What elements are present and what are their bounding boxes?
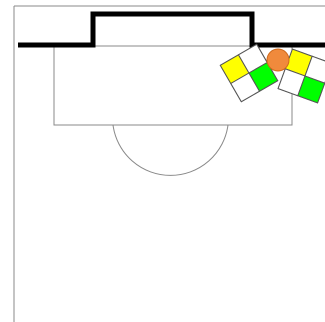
goal-outline	[18, 14, 325, 45]
penalty-arc	[113, 125, 228, 175]
ball-icon[interactable]	[267, 49, 289, 71]
